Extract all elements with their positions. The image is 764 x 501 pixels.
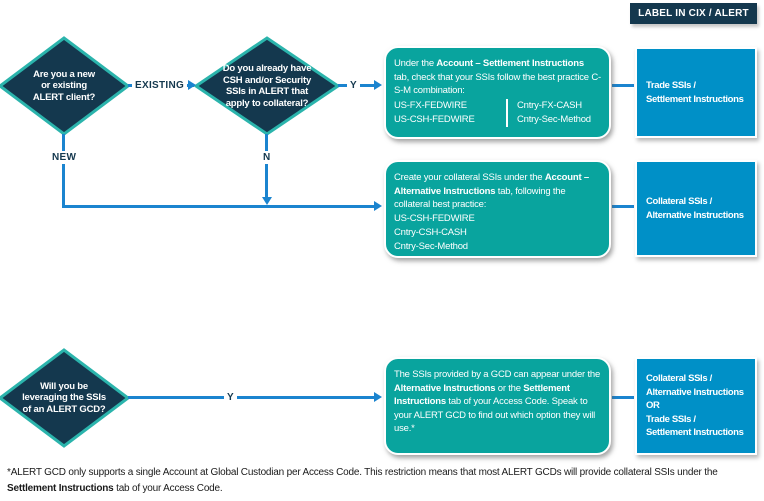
edge-new-line-vertical — [62, 134, 65, 208]
process-create-ssis: Create your collateral SSIs under the Ac… — [384, 160, 611, 258]
label-either-ssis: Collateral SSIs /Alternative Instruction… — [635, 357, 757, 455]
process-check-ssis: Under the Account – Settlement Instructi… — [384, 46, 611, 139]
arrow-right-icon — [374, 201, 382, 211]
arrow-right-icon — [374, 392, 382, 402]
header-label-tag: LABEL IN CIX / ALERT — [630, 3, 757, 24]
process-create-ssis-text: Create your collateral SSIs under the Ac… — [394, 172, 589, 210]
edge-yes-bottom-label: Y — [224, 391, 237, 404]
process-gcd-ssis-text: The SSIs provided by a GCD can appear un… — [394, 369, 601, 434]
connector-gcd-to-either — [612, 396, 634, 399]
edge-no-line — [265, 134, 268, 197]
edge-new-label: NEW — [49, 151, 80, 164]
connector-create-to-collateral — [612, 205, 634, 208]
arrow-right-icon — [188, 80, 196, 90]
edge-existing-label: EXISTING — [132, 79, 188, 92]
arrow-down-icon — [262, 197, 272, 205]
edge-yes-bottom-line — [128, 396, 376, 399]
arrow-right-icon — [374, 80, 382, 90]
label-collateral-ssis: Collateral SSIs /Alternative Instruction… — [635, 160, 757, 257]
label-trade-ssis: Trade SSIs /Settlement Instructions — [635, 47, 757, 138]
edge-no-label: N — [260, 151, 274, 164]
process-gcd-ssis: The SSIs provided by a GCD can appear un… — [384, 357, 611, 455]
footnote: *ALERT GCD only supports a single Accoun… — [7, 467, 718, 494]
edge-new-line-horizontal — [62, 205, 376, 208]
connector-check-to-trade — [612, 84, 634, 87]
process-check-ssis-text: Under the Account – Settlement Instructi… — [394, 58, 601, 96]
edge-yes-top-label: Y — [347, 79, 360, 92]
